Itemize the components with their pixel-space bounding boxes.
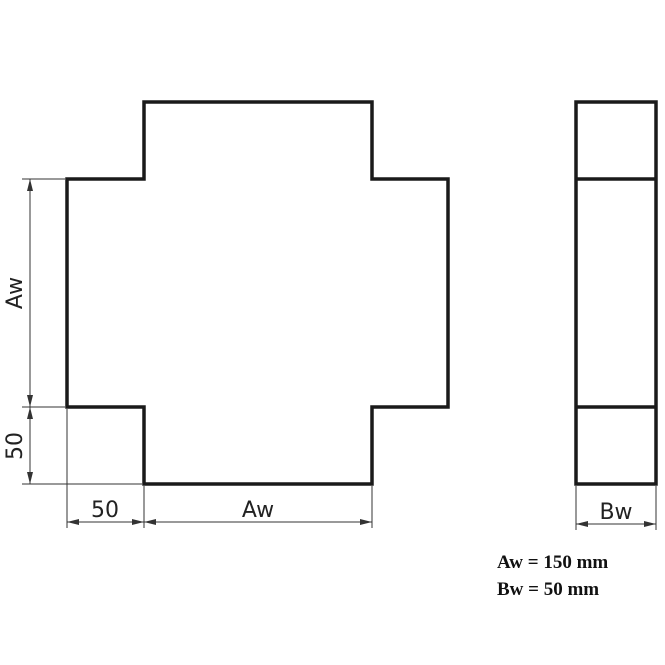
arrowhead-left-50-bottom — [27, 472, 33, 484]
front-view-cross-outline — [65, 100, 450, 486]
dim-label-left-50: 50 — [3, 432, 28, 460]
arrowhead-bottom-50-right — [132, 519, 144, 525]
side-view-outline — [574, 100, 658, 486]
spec-bw: Bw = 50 mm — [497, 579, 600, 600]
arrowhead-left-aw-bottom — [27, 395, 33, 407]
arrowhead-side-bw-right — [644, 521, 656, 527]
arrowhead-left-aw-top — [27, 179, 33, 191]
spec-aw: Aw = 150 mm — [497, 552, 609, 573]
arrowhead-bottom-50-left — [67, 519, 79, 525]
dim-label-bottom-50: 50 — [91, 498, 119, 523]
dim-label-side-bw: Bw — [599, 500, 632, 525]
arrowhead-side-bw-left — [576, 521, 588, 527]
dim-label-left-aw: Aw — [3, 277, 28, 309]
arrowhead-bottom-aw-left — [144, 519, 156, 525]
arrowhead-left-50-top — [27, 407, 33, 419]
dim-label-bottom-aw: Aw — [242, 498, 274, 523]
arrowhead-bottom-aw-right — [360, 519, 372, 525]
